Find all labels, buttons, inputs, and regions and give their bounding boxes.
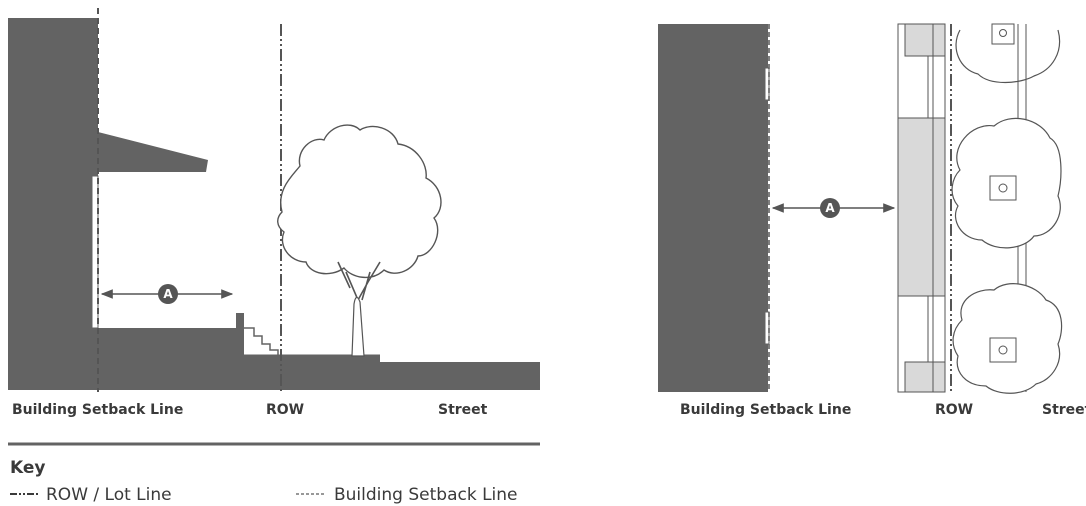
plan-view: A Building Setback Line ROW Street [658, 23, 1086, 418]
section-tree [277, 124, 442, 357]
key-label-setback-line: Building Setback Line [334, 485, 518, 505]
svg-text:A: A [163, 287, 173, 301]
plan-planter-2 [897, 117, 946, 297]
section-steps [244, 327, 279, 355]
section-label-street: Street [438, 402, 488, 418]
plan-label-row: ROW [935, 402, 973, 418]
plan-tree-1 [955, 23, 1061, 84]
section-view: A Building Setback Line ROW Street [8, 8, 540, 446]
plan-label-setback: Building Setback Line [680, 402, 851, 418]
plan-building [658, 24, 768, 392]
key-title: Key [10, 458, 46, 478]
section-ground [8, 313, 540, 390]
section-dimension-badge: A [158, 284, 178, 304]
plan-tree-2 [951, 117, 1062, 249]
plan-tree-3 [952, 283, 1063, 394]
plan-dimension-badge: A [820, 198, 840, 218]
section-label-row: ROW [266, 402, 304, 418]
svg-text:A: A [825, 201, 835, 215]
plan-label-street: Street [1042, 402, 1086, 418]
section-awning [98, 132, 208, 172]
key: Key ROW / Lot Line Building Setback Line [10, 458, 518, 505]
plan-planter-1 [904, 23, 946, 57]
section-label-setback: Building Setback Line [12, 402, 183, 418]
key-label-row-lot-line: ROW / Lot Line [46, 485, 172, 505]
key-item-setback-line: Building Setback Line [296, 485, 518, 505]
plan-planter-3 [904, 361, 946, 393]
key-item-row-lot-line: ROW / Lot Line [10, 485, 172, 505]
